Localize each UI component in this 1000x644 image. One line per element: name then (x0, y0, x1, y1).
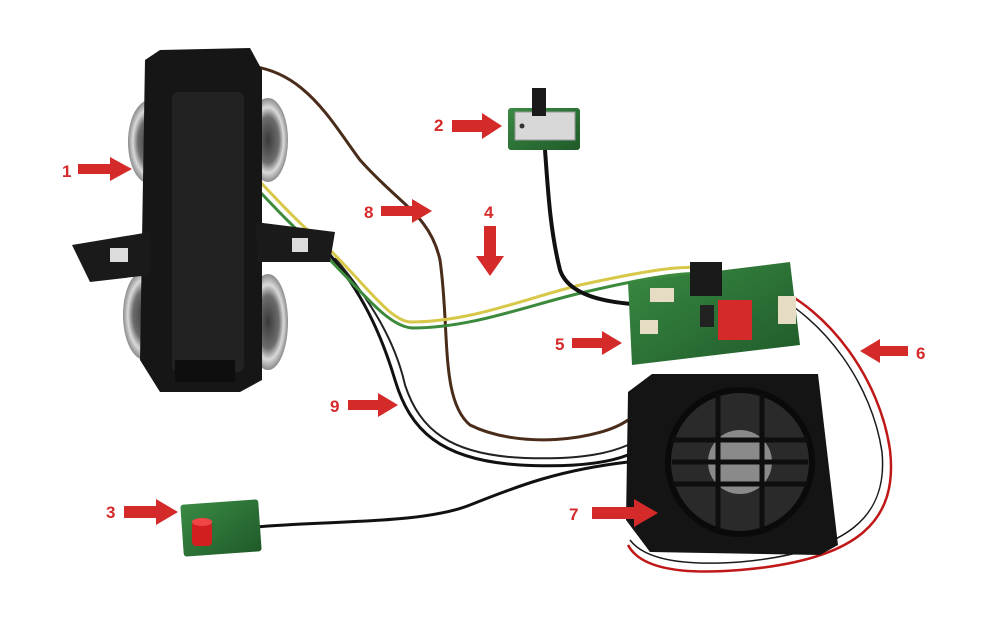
callout-label-6: 6 (916, 344, 925, 363)
callout-arrow-4 (476, 226, 504, 276)
wire-black-motor-to-speaker (328, 254, 629, 468)
wire-brown-motor-to-speaker (229, 64, 629, 442)
wire-black-motor-to-speaker-2 (334, 257, 629, 460)
bracket-hole-right (292, 238, 308, 252)
wire-red-speaker (626, 283, 893, 573)
callout-label-2: 2 (434, 116, 443, 135)
callout-label-5: 5 (555, 335, 564, 354)
callout-arrow-5 (572, 331, 622, 355)
callout-label-4: 4 (484, 203, 494, 222)
bracket-hole-left (110, 248, 128, 262)
callout-arrow-8 (381, 199, 432, 223)
callouts: 1 2 3 4 5 6 7 8 9 (62, 113, 925, 527)
speaker-box (626, 374, 838, 555)
push-button-board (180, 499, 262, 557)
decoder-plug-3 (778, 296, 796, 324)
decoder-chip (700, 305, 714, 327)
wire-black-speaker (629, 289, 884, 564)
switch-knob (532, 88, 546, 116)
callout-arrow-9 (348, 393, 398, 417)
callout-arrow-3 (124, 499, 178, 525)
speaker-grille-bars (672, 394, 808, 530)
decoder-connector (690, 262, 722, 296)
slide-switch (508, 88, 580, 150)
decoder-plug-2 (640, 320, 658, 334)
callout-label-1: 1 (62, 162, 71, 181)
callout-label-8: 8 (364, 203, 373, 222)
callout-label-7: 7 (569, 505, 578, 524)
wire-yellow (184, 113, 701, 324)
housing-base (175, 360, 235, 382)
switch-pin (519, 123, 525, 129)
callout-arrow-2 (452, 113, 502, 139)
red-button-top (192, 518, 212, 526)
callout-label-9: 9 (330, 397, 339, 416)
decoder-board (628, 262, 800, 365)
wire-switch-to-pcb (543, 149, 661, 307)
wire-button-to-speaker (244, 460, 629, 530)
housing-panel (172, 92, 244, 372)
motor-bracket (72, 222, 335, 282)
callout-arrow-7 (592, 499, 658, 527)
red-button (192, 522, 212, 546)
decoder-red-socket (718, 300, 752, 340)
callout-arrow-6 (860, 339, 908, 363)
callout-label-3: 3 (106, 503, 115, 522)
motor-block (72, 48, 335, 392)
callout-arrow-1 (78, 157, 132, 181)
decoder-plug-1 (650, 288, 674, 302)
